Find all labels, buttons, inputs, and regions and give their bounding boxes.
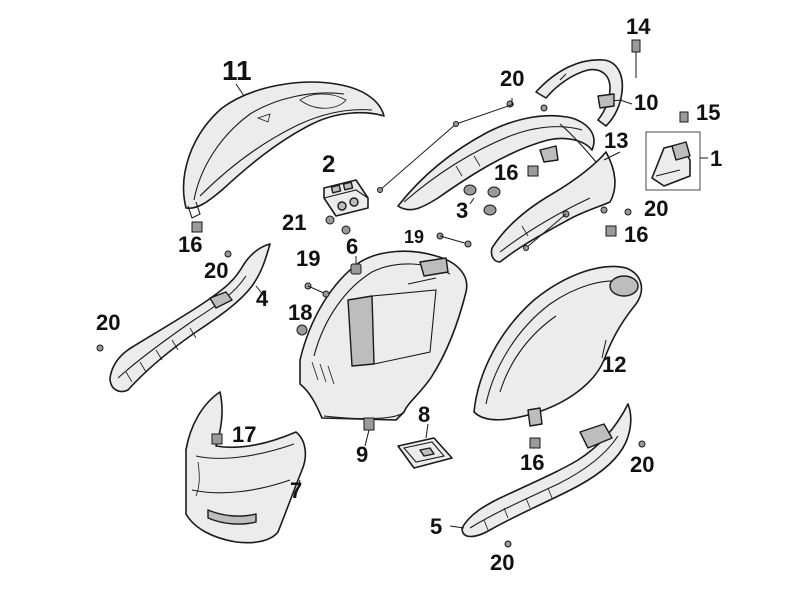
- callout-5: 5: [430, 514, 442, 539]
- part-1-bracket-assembly: [645, 131, 708, 191]
- part-10-luggage-rack: [535, 59, 624, 127]
- callout-2: 2: [322, 151, 335, 178]
- callout-12: 12: [602, 352, 626, 377]
- part-14-bolt: [631, 39, 641, 78]
- part-7-front-lower-shield: [185, 391, 307, 544]
- callout-1: 1: [710, 146, 722, 171]
- callout-3: 3: [456, 198, 468, 223]
- callout-20-right: 20: [644, 196, 668, 221]
- part-11-rear-top-cover: [182, 81, 385, 219]
- callout-21: 21: [282, 210, 306, 235]
- part-8-access-lid: [397, 423, 453, 469]
- callout-14: 14: [626, 14, 651, 39]
- part-3-grommets: [463, 184, 501, 216]
- callout-19-left: 19: [296, 246, 320, 271]
- callout-16-bottom: 16: [520, 450, 544, 475]
- callout-8: 8: [418, 402, 430, 427]
- part-9-storage-box: [299, 250, 468, 447]
- callout-9: 9: [356, 442, 368, 467]
- part-12-right-side-cover: [473, 265, 643, 427]
- callout-6: 6: [346, 234, 358, 259]
- callout-10: 10: [634, 90, 658, 115]
- part-4-left-side-panel: [109, 243, 271, 393]
- callout-20-bottom: 20: [490, 550, 514, 575]
- callout-20-left-upper: 20: [204, 258, 228, 283]
- callout-13: 13: [604, 128, 628, 153]
- callout-16-left: 16: [178, 232, 202, 257]
- callout-16-right: 16: [624, 222, 648, 247]
- fasteners: [96, 98, 689, 548]
- part-5-right-step-panel: [461, 403, 632, 538]
- callout-7: 7: [290, 478, 302, 503]
- callout-15: 15: [696, 100, 720, 125]
- callout-11: 11: [222, 55, 252, 86]
- part-2-switch-block: [323, 179, 369, 217]
- callout-labels: 11 2 14 20 10 15 13 1 16 3 20 16 21 19 6…: [96, 14, 722, 575]
- part-6-bumper: [350, 256, 362, 275]
- callout-leaders: [235, 83, 633, 529]
- callout-16-top: 16: [494, 160, 518, 185]
- callout-20-top: 20: [500, 66, 524, 91]
- callout-19-center: 19: [404, 227, 424, 247]
- callout-17: 17: [232, 422, 256, 447]
- part-13-rear-frame: [397, 114, 616, 263]
- callout-20-bottom-right: 20: [630, 452, 654, 477]
- callout-20-left: 20: [96, 310, 120, 335]
- callout-4: 4: [256, 286, 269, 311]
- callout-18: 18: [288, 300, 312, 325]
